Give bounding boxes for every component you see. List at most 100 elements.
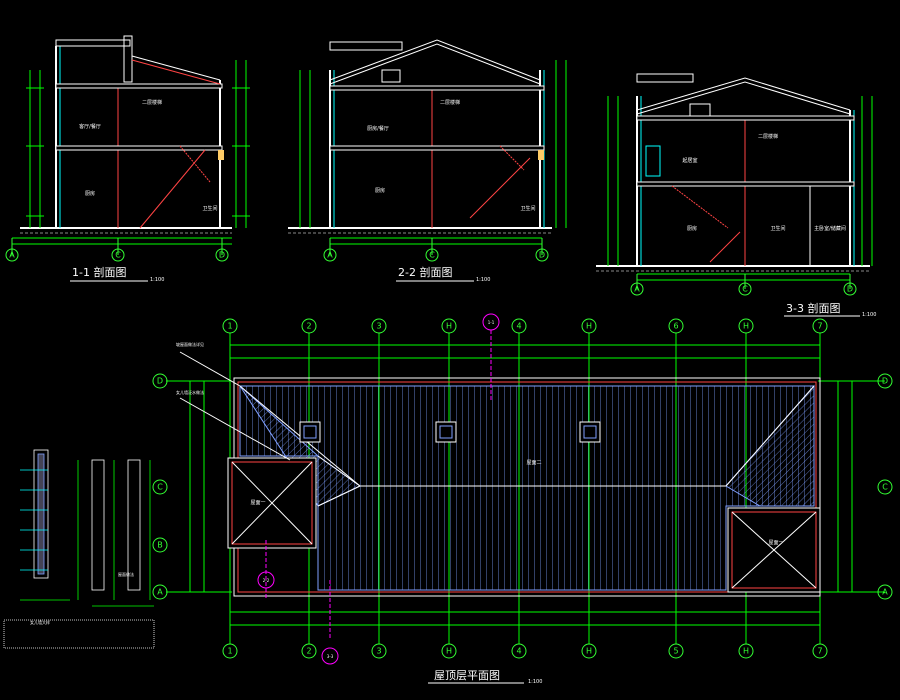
section-3-3-room-5: 主卧室/储藏间: [814, 225, 846, 232]
roof-axis-bottom-7: H: [738, 643, 754, 659]
svg-text:6: 6: [673, 322, 678, 331]
roof-axis-right-1: C: [877, 479, 893, 495]
section-2-2-axis-a: A: [323, 248, 337, 262]
roof-note-1: 屋面二: [526, 460, 541, 466]
section-1-1: [11, 35, 250, 255]
roof-axis-bottom-1: 2: [301, 643, 317, 659]
svg-text:C: C: [742, 285, 748, 294]
svg-text:C: C: [115, 251, 121, 260]
section-1-1-room-1: 客厅/餐厅: [79, 123, 101, 130]
roof-axis-left-0: D: [152, 373, 168, 389]
svg-text:H: H: [743, 647, 749, 656]
section-3-3-room-3: 卫生间: [770, 225, 785, 232]
section-callout-3: 3-3: [321, 647, 339, 665]
roof-axis-bottom-2: 3: [371, 643, 387, 659]
svg-text:A: A: [882, 588, 888, 597]
svg-text:D: D: [157, 377, 163, 386]
svg-text:H: H: [446, 647, 452, 656]
section-1-1-scale: 1:100: [150, 277, 164, 283]
roof-axis-top-0: 1: [222, 318, 238, 334]
roof-axis-top-4: 4: [511, 318, 527, 334]
svg-text:D: D: [539, 251, 545, 260]
roof-note-3: 屋面一: [768, 540, 783, 546]
section-1-1-room-3: 二层楼梯: [142, 99, 162, 106]
leader-note-2: 女儿墙泛水做法: [176, 389, 204, 395]
roof-plan-scale: 1:100: [528, 679, 542, 685]
section-3-3-room-1: 起居室: [682, 157, 697, 164]
roof-axis-top-6: 6: [668, 318, 684, 334]
roof-axis-bottom-8: 7: [812, 643, 828, 659]
detail-note-2: 女儿墙大样: [30, 619, 50, 625]
section-1-1-room-2: 厨房: [85, 190, 95, 197]
roof-axis-top-3: H: [441, 318, 457, 334]
roof-axis-top-8: 7: [812, 318, 828, 334]
section-2-2-axis-c: C: [425, 248, 439, 262]
svg-text:2-2: 2-2: [263, 578, 270, 583]
roof-axis-bottom-3: H: [441, 643, 457, 659]
svg-text:D: D: [847, 285, 853, 294]
section-2-2-axis-d: D: [535, 248, 549, 262]
svg-text:D: D: [882, 377, 888, 386]
section-2-2-room-3: 二层楼梯: [440, 99, 460, 106]
svg-text:H: H: [586, 322, 592, 331]
section-3-3-axis-a: A: [630, 282, 644, 296]
roof-axis-bottom-5: H: [581, 643, 597, 659]
svg-text:H: H: [586, 647, 592, 656]
section-1-1-axis-a: A: [5, 248, 19, 262]
svg-text:5: 5: [673, 647, 678, 656]
section-3-3: [596, 73, 873, 289]
roof-plan-title: 屋顶层平面图: [434, 669, 500, 682]
section-1-1-axis-d: D: [215, 248, 229, 262]
svg-text:3-3: 3-3: [327, 654, 334, 659]
svg-text:A: A: [327, 251, 333, 260]
svg-text:A: A: [634, 285, 640, 294]
svg-text:2: 2: [306, 647, 311, 656]
section-2-2: [288, 39, 567, 255]
svg-text:7: 7: [817, 647, 822, 656]
section-callout-2: 2-2: [257, 571, 275, 589]
svg-text:A: A: [157, 588, 163, 597]
roof-axis-bottom-0: 1: [222, 643, 238, 659]
section-3-3-room-2: 厨房: [687, 225, 697, 232]
svg-text:1: 1: [227, 322, 232, 331]
svg-text:4: 4: [516, 322, 521, 331]
roof-axis-left-3: A: [152, 584, 168, 600]
section-2-2-room-4: 卫生间: [520, 205, 535, 212]
svg-text:4: 4: [516, 647, 521, 656]
svg-text:2: 2: [306, 322, 311, 331]
svg-text:H: H: [446, 322, 452, 331]
roof-note-2: 屋面一: [250, 500, 265, 506]
svg-text:1-1: 1-1: [488, 320, 495, 325]
svg-text:B: B: [157, 541, 163, 550]
section-3-3-title: 3-3 剖面图: [786, 301, 840, 315]
roof-axis-bottom-6: 5: [668, 643, 684, 659]
svg-text:7: 7: [817, 322, 822, 331]
svg-text:D: D: [219, 251, 225, 260]
roof-axis-right-0: D: [877, 373, 893, 389]
section-3-3-axis-c: C: [738, 282, 752, 296]
section-2-2-room-1: 厨房/餐厅: [367, 125, 389, 132]
section-1-1-title: 1-1 剖面图: [72, 265, 126, 279]
roof-axis-top-7: H: [738, 318, 754, 334]
detail-note-1: 屋面做法: [118, 571, 134, 577]
svg-text:H: H: [743, 322, 749, 331]
svg-text:A: A: [9, 251, 15, 260]
roof-axis-top-1: 2: [301, 318, 317, 334]
svg-text:1: 1: [227, 647, 232, 656]
roof-axis-left-1: C: [152, 479, 168, 495]
roof-axis-bottom-4: 4: [511, 643, 527, 659]
svg-text:C: C: [882, 483, 888, 492]
roof-axis-left-2: B: [152, 537, 168, 553]
roof-plan: [166, 330, 885, 644]
section-3-3-scale: 1:100: [862, 312, 876, 318]
svg-text:3: 3: [376, 647, 381, 656]
roof-axis-right-2: A: [877, 584, 893, 600]
section-callout-1: 1-1: [482, 313, 500, 331]
leader-note-1: 坡屋面做法详见: [176, 341, 204, 347]
detail-sections: [3, 449, 155, 649]
section-1-1-room-4: 卫生间: [202, 205, 217, 212]
svg-text:C: C: [429, 251, 435, 260]
svg-text:C: C: [157, 483, 163, 492]
